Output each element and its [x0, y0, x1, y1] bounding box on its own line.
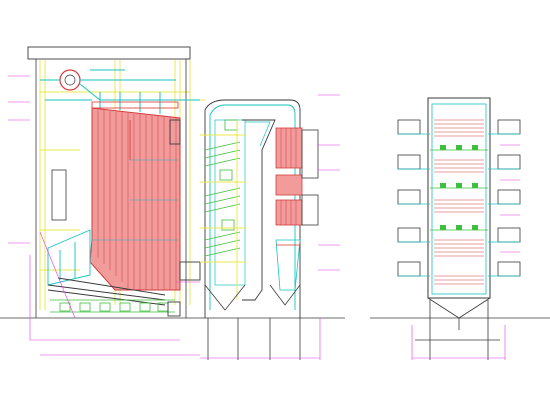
top-manifold-red [91, 101, 179, 160]
end-tube-banks [434, 119, 484, 285]
air-preheater [275, 127, 319, 291]
roof-box [27, 46, 191, 60]
end-side-markers [500, 144, 520, 253]
end-casing [427, 97, 491, 299]
side-elevation-view [0, 46, 345, 360]
steam-drum [59, 69, 81, 91]
cyclone-funnel [242, 119, 276, 301]
grate-slope [47, 277, 166, 306]
furnace-platforms [92, 159, 178, 241]
furnace-water-wall [89, 107, 181, 291]
backpass-tower [200, 99, 301, 360]
end-bottom-hopper [427, 297, 491, 319]
lower-hopper [47, 229, 91, 286]
end-platforms-right [497, 119, 521, 277]
end-dimension-lines [411, 325, 506, 360]
end-handrails-right [488, 133, 520, 277]
building-outline [35, 59, 187, 318]
top-piping [40, 69, 200, 114]
end-elevation-view [370, 97, 550, 360]
end-legs [415, 300, 500, 360]
cyclone-duct [167, 119, 201, 317]
grate-green [50, 299, 175, 313]
dimension-lines-right [200, 94, 340, 360]
end-handrails-left [398, 133, 430, 277]
economizer-coils [204, 119, 241, 257]
water-wall-tubes [97, 110, 177, 290]
end-band-lines [430, 149, 488, 231]
end-coil-marks [440, 145, 478, 230]
dimension-lines-left [8, 75, 200, 356]
end-platforms-left [397, 119, 421, 277]
backpass-platforms [200, 120, 245, 300]
steam-drum-inner [64, 74, 76, 86]
